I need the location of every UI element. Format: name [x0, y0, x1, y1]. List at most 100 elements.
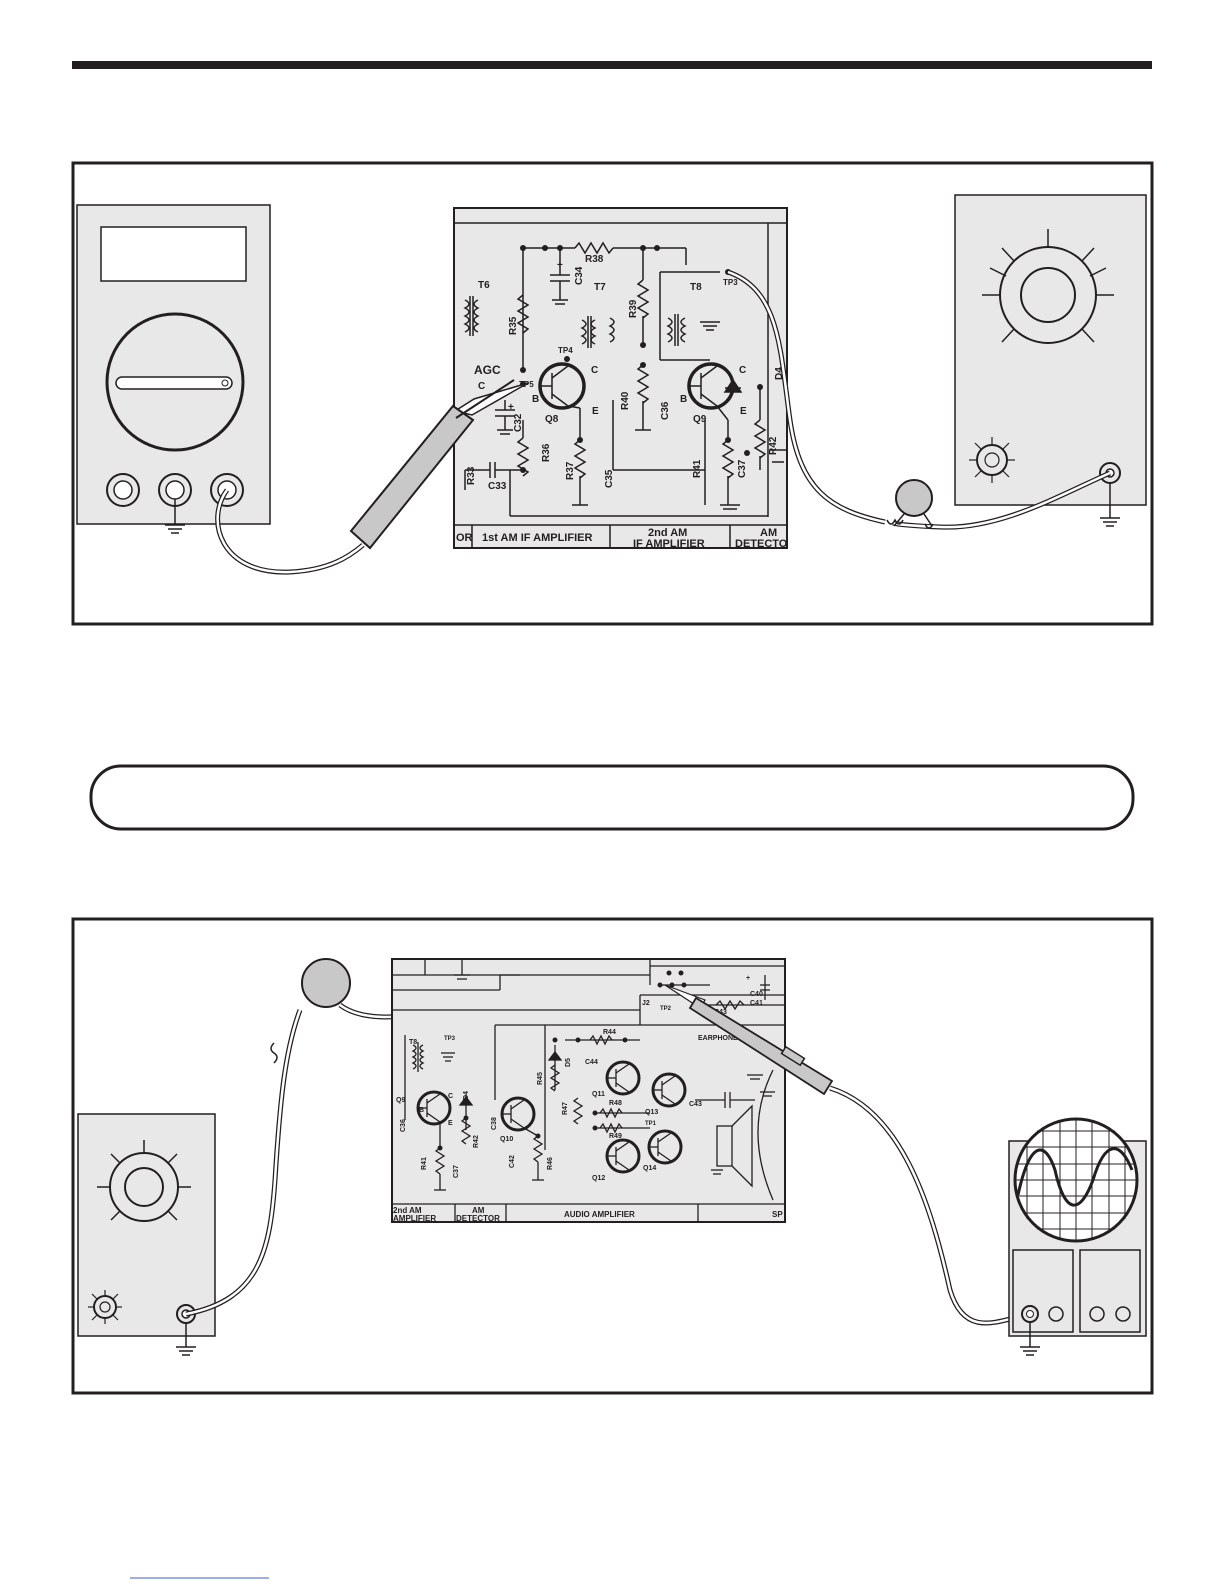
c42-label: C42 [509, 1155, 516, 1168]
ground-icon [176, 1323, 196, 1356]
figure-2: T8 TP3 J2 TP2 R43 C40 C41 + EARPHONE JAC… [71, 917, 1154, 1395]
q8-pin-b: B [532, 394, 539, 405]
q13-label: Q13 [645, 1109, 658, 1116]
figure-1: R38 T6 T7 T8 TP3 + C34 R35 R39 TP4 AGC C… [71, 161, 1154, 626]
generator-lead-1 [727, 269, 1112, 530]
section-1st-am-if: 1st AM IF AMPLIFIER [482, 532, 592, 544]
r41-label: R41 [421, 1157, 428, 1170]
q8-pin-e: E [592, 406, 599, 417]
r44-label: R44 [603, 1029, 616, 1036]
section-detector: DETECTOR [456, 1214, 500, 1223]
c33-label: C33 [488, 481, 507, 492]
r45-label: R45 [537, 1072, 544, 1085]
c40-label: C40 [750, 991, 763, 998]
c38-label: C38 [491, 1117, 498, 1130]
r47-label: R47 [562, 1102, 569, 1115]
header-rule [72, 61, 1152, 69]
j2-label: J2 [642, 1000, 650, 1007]
q9-pin-b: B [419, 1107, 424, 1114]
section-or: OR [456, 532, 473, 544]
scope-knob[interactable] [1089, 1306, 1105, 1322]
q9-pin-c: C [739, 365, 746, 376]
t8-label: T8 [409, 1039, 417, 1046]
section-2nd-am: 2nd AM [393, 1206, 422, 1215]
c37-label: C37 [453, 1165, 460, 1178]
q9-pin-c: C [448, 1093, 453, 1100]
c35-label: C35 [604, 469, 615, 488]
coupling-capacitor [895, 479, 933, 517]
caption-bar [89, 764, 1135, 831]
ground-icon [1100, 483, 1120, 527]
c44-label: C44 [585, 1059, 598, 1066]
d5-label: D5 [565, 1058, 572, 1067]
plus-sign-2: + [508, 402, 514, 413]
tp3-label: TP3 [444, 1036, 456, 1042]
sine-wave-trace [1016, 1147, 1134, 1207]
attenuator-knob[interactable] [969, 437, 1015, 483]
r42-label: R42 [768, 436, 779, 455]
scope-knob[interactable] [1048, 1306, 1064, 1322]
frequency-dial[interactable] [97, 1140, 191, 1222]
tp4-label: TP4 [558, 346, 573, 355]
section-audio-amplifier: AUDIO AMPLIFIER [564, 1210, 635, 1219]
c43-label: C43 [689, 1101, 702, 1108]
oscilloscope-probe [664, 984, 834, 1096]
ground-icon [1020, 1322, 1040, 1356]
q11-label: Q11 [592, 1091, 605, 1098]
c32-label: C32 [513, 413, 524, 432]
d4-label: D4 [774, 367, 785, 380]
r37-label: R37 [565, 461, 576, 480]
tp1-label: TP1 [645, 1121, 657, 1127]
q8-label: Q8 [545, 414, 559, 425]
c41-label: C41 [750, 1000, 763, 1007]
q9-label: Q9 [396, 1097, 405, 1104]
signal-generator-2 [77, 1113, 216, 1356]
q14-label: Q14 [643, 1165, 656, 1172]
r35-label: R35 [508, 316, 519, 335]
multimeter [76, 204, 271, 534]
probe-1 [349, 379, 529, 550]
agc-label: AGC [474, 363, 501, 377]
scope-knob[interactable] [1115, 1306, 1131, 1322]
c37-label: C37 [737, 459, 748, 478]
c36-label: C36 [660, 401, 671, 420]
r46-label: R46 [547, 1157, 554, 1170]
ground-icon [165, 499, 185, 534]
c34-label: C34 [574, 266, 585, 285]
schematic-if-amplifier: R38 T6 T7 T8 TP3 + C34 R35 R39 TP4 AGC C… [453, 207, 788, 550]
r38-label: R38 [585, 254, 604, 265]
multimeter-display [100, 226, 247, 282]
plus-sign: + [746, 975, 750, 982]
oscilloscope-screen [1013, 1117, 1139, 1243]
r42-label: R42 [473, 1135, 480, 1148]
tp2-label: TP2 [660, 1006, 672, 1012]
coupling-capacitor [301, 958, 351, 1008]
section-2nd-am: 2nd AM [648, 527, 687, 539]
section-am: AM [472, 1206, 485, 1215]
earphone-jack-label: EARPHONE JACK [698, 1035, 759, 1042]
q9-pin-e: E [740, 406, 747, 417]
r36-label: R36 [541, 443, 552, 462]
d4-label: D4 [463, 1091, 470, 1100]
q12-label: Q12 [592, 1175, 605, 1182]
attenuator-knob[interactable] [88, 1290, 122, 1324]
c36-label: C36 [400, 1119, 407, 1132]
section-sp: SP [772, 1210, 783, 1219]
r33-label: R33 [466, 466, 477, 485]
q9-pin-b: B [680, 394, 687, 405]
q10-label: Q10 [500, 1136, 513, 1143]
oscilloscope [1008, 1117, 1147, 1356]
q9-label: Q9 [693, 414, 707, 425]
r41-label: R41 [692, 459, 703, 478]
section-am: AM [760, 527, 777, 539]
plus-sign: + [557, 260, 563, 271]
q8-pin-c: C [591, 365, 598, 376]
pin-c-label: C [478, 381, 485, 392]
t6-label: T6 [478, 280, 490, 291]
r40-label: R40 [620, 391, 631, 410]
q9-pin-e: E [448, 1120, 453, 1127]
r49-label: R49 [609, 1133, 622, 1140]
r39-label: R39 [628, 299, 639, 318]
frequency-dial[interactable] [982, 229, 1114, 344]
